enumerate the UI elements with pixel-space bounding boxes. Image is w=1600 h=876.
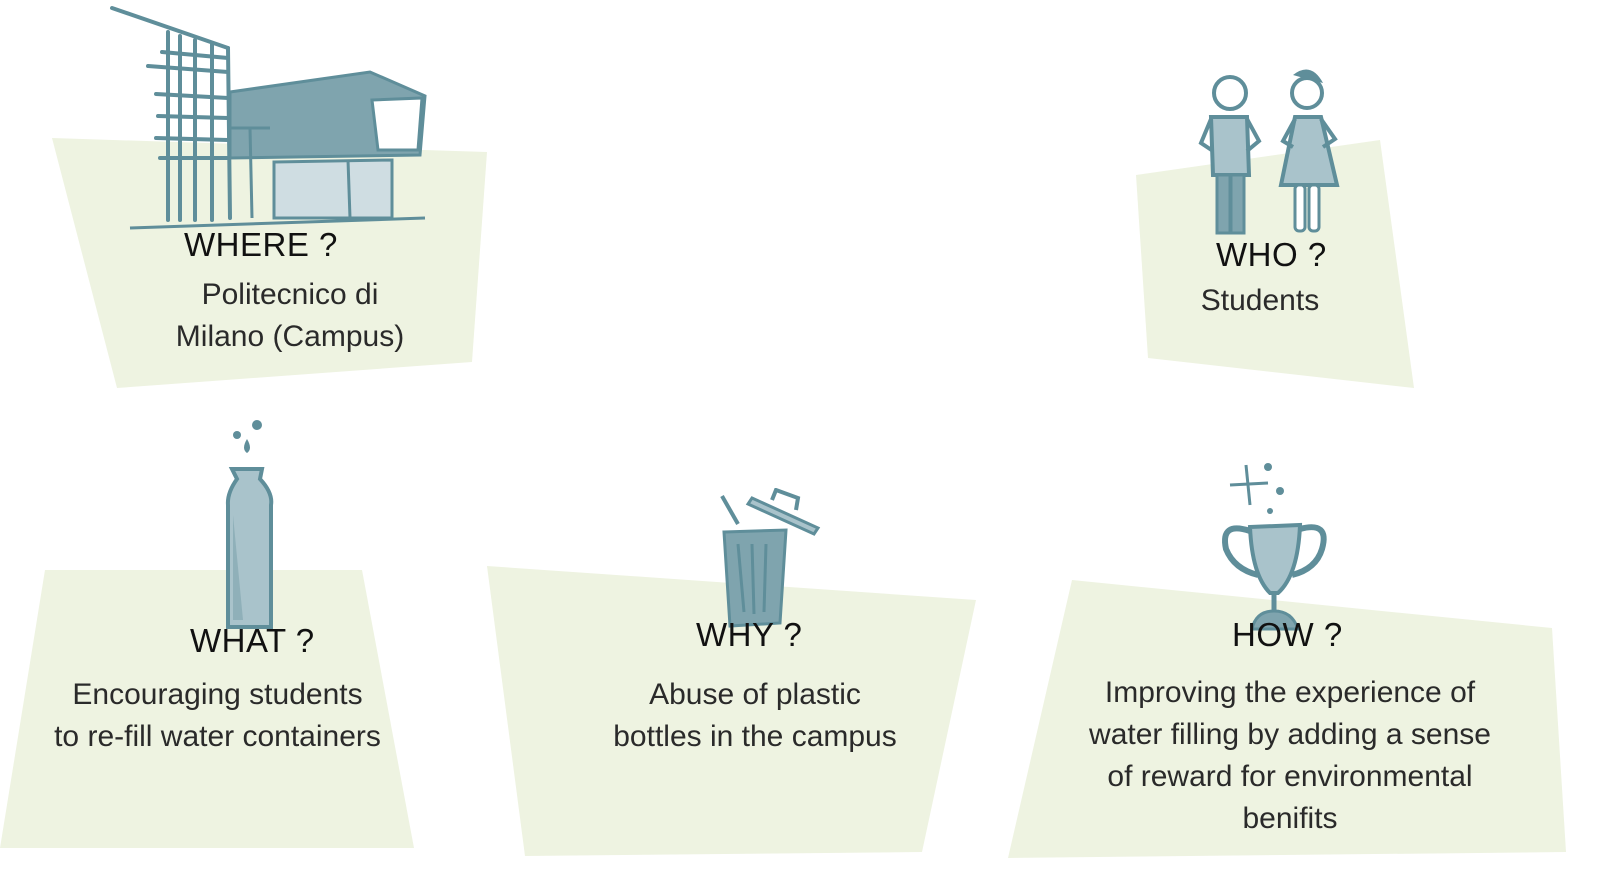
- where-description: Politecnico di Milano (Campus): [150, 274, 430, 358]
- card-why-background: [487, 566, 976, 856]
- who-description-line: Students: [1200, 284, 1320, 317]
- why-description: Abuse of plastic bottles in the campus: [580, 674, 930, 758]
- building-icon: [110, 6, 427, 230]
- where-description-line: Politecnico di: [201, 278, 379, 311]
- what-description: Encouraging students to re-fill water co…: [20, 674, 415, 758]
- card-why: WHY ? Abuse of plastic bottles in the ca…: [480, 480, 980, 876]
- who-title: WHO ?: [1216, 236, 1327, 273]
- how-description: Improving the experience of water fillin…: [1040, 672, 1540, 840]
- what-description-line: Encouraging students: [72, 678, 363, 711]
- card-what-background: [0, 570, 414, 848]
- how-description-line: water filling by adding a sense: [1089, 718, 1491, 751]
- what-description-line: to re-fill water containers: [54, 720, 381, 753]
- why-title: WHY ?: [696, 616, 803, 653]
- how-description-line: of reward for environmental: [1107, 760, 1473, 793]
- students-icon: [1198, 69, 1340, 235]
- card-how-background: [1008, 580, 1566, 858]
- why-description-line: bottles in the campus: [613, 720, 897, 753]
- card-who: WHO ? Students: [1120, 50, 1440, 400]
- how-title: HOW ?: [1232, 616, 1343, 653]
- why-description-line: Abuse of plastic: [649, 678, 861, 711]
- trash-can-icon: [720, 488, 821, 628]
- card-how: HOW ? Improving the experience of water …: [1000, 440, 1600, 876]
- who-description: Students: [1170, 280, 1350, 322]
- where-title: WHERE ?: [184, 226, 338, 263]
- card-who-background: [1136, 140, 1414, 388]
- trophy-icon: [1222, 463, 1327, 631]
- what-title: WHAT ?: [190, 622, 315, 659]
- card-where: WHERE ? Politecnico di Milano (Campus): [0, 0, 520, 400]
- where-description-line: Milano (Campus): [175, 320, 405, 353]
- how-description-line: benifits: [1242, 802, 1338, 835]
- card-what: WHAT ? Encouraging students to re-fill w…: [0, 400, 440, 876]
- bottle-icon: [225, 420, 274, 629]
- how-description-line: Improving the experience of: [1104, 676, 1476, 709]
